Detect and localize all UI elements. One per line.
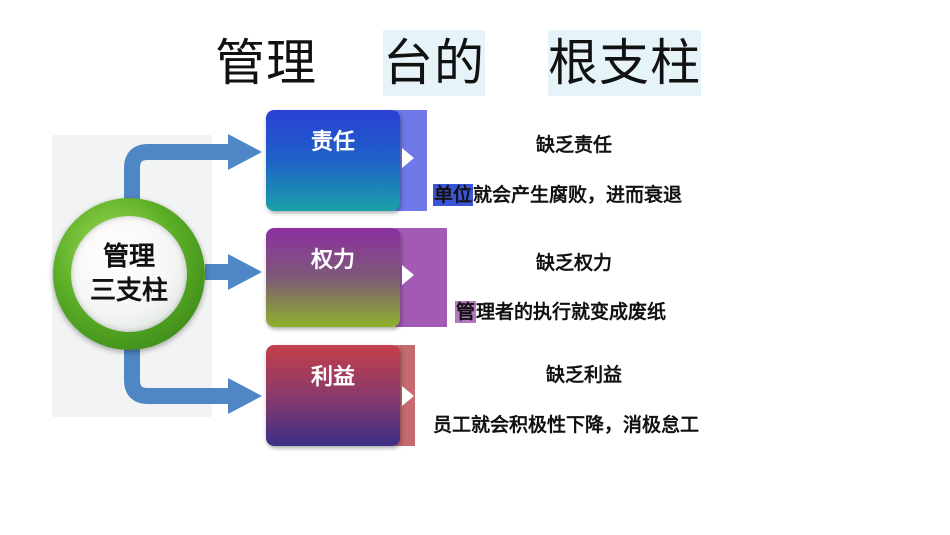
branch-1-label: 责任: [310, 130, 355, 155]
branch-3-desc-rest: 员工就会积极性下降，消极怠工: [433, 414, 700, 436]
hub-inner-disc: 管理 三支柱: [71, 216, 187, 332]
branch-2-box: 权力: [266, 228, 400, 327]
hub-label-line-1: 管理: [102, 242, 155, 272]
title-part-3: 根支柱: [548, 30, 701, 96]
branch-1-box: 责任: [266, 110, 400, 211]
branch-3-chevron-icon: [402, 386, 414, 406]
branch-2-desc-rest: 理者的执行就变成废纸: [476, 301, 667, 323]
branch-2-heading: 缺乏权力: [536, 252, 613, 274]
branch-2-description: 管理者的执行就变成废纸: [455, 297, 666, 324]
branch-1-description: 单位就会产生腐败，进而衰退: [433, 180, 682, 207]
branch-1-desc-mark: 单位: [433, 184, 474, 206]
title-part-2: 台的: [383, 30, 485, 96]
branch-3-label: 利益: [310, 365, 355, 390]
branch-2-chevron-icon: [402, 265, 414, 285]
hub-circle: 管理 三支柱: [53, 198, 205, 350]
branch-2-label: 权力: [310, 248, 355, 273]
slide-title: 管理 台的 根支柱: [0, 30, 950, 100]
arrow-top-connector: [124, 144, 232, 212]
branch-1-chevron-icon: [402, 148, 414, 168]
branch-3-heading: 缺乏利益: [546, 364, 623, 386]
branch-1-desc-rest: 就会产生腐败，进而衰退: [473, 184, 683, 206]
branch-1-heading: 缺乏责任: [536, 134, 613, 156]
arrow-middle-head: [228, 254, 262, 290]
arrow-top-head: [228, 134, 262, 170]
hub-label-line-2: 三支柱: [89, 276, 168, 306]
branch-3-description: 员工就会积极性下降，消极怠工: [433, 410, 699, 437]
title-part-1: 管理: [215, 34, 317, 92]
branch-2-desc-mark: 管: [455, 301, 477, 323]
branch-3-box: 利益: [266, 345, 400, 446]
arrow-bottom-head: [228, 378, 262, 414]
arrow-bottom-connector: [124, 336, 232, 404]
